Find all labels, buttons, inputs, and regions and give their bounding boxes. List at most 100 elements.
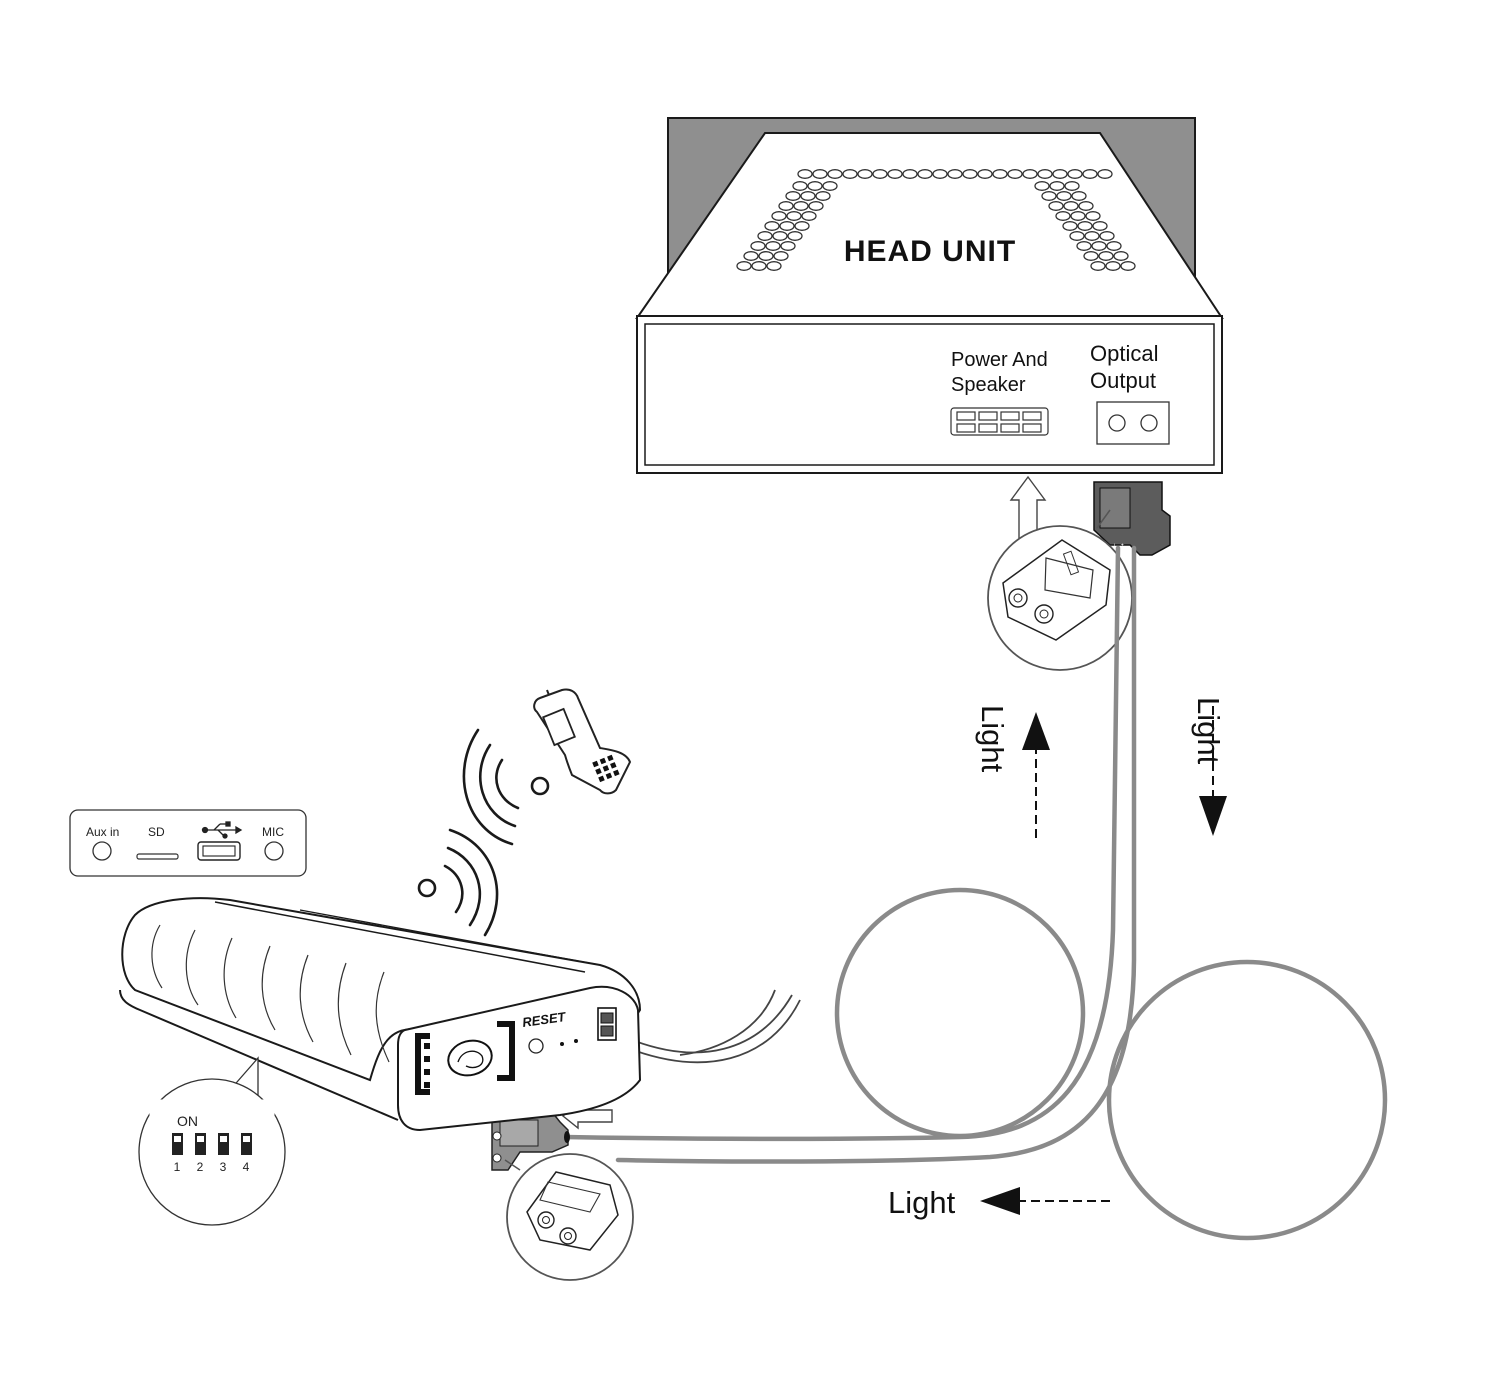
- dip-switch-knob: [220, 1136, 227, 1142]
- vent-hole: [808, 201, 824, 211]
- insert-arrow-up-icon: [1009, 475, 1047, 541]
- vent-hole: [822, 181, 838, 191]
- module-optical-port: [597, 1007, 617, 1041]
- dip-switch-1[interactable]: [172, 1133, 183, 1155]
- sd-label: SD: [148, 825, 165, 839]
- vent-hole: [765, 241, 781, 251]
- vent-hole: [764, 221, 780, 231]
- light-arrow-down-icon: [1199, 706, 1227, 836]
- optical-output-port: [1096, 401, 1170, 445]
- dip-switch-knob: [243, 1136, 250, 1142]
- dip-switch-number: 3: [220, 1160, 227, 1174]
- dip-switch-4[interactable]: [241, 1133, 252, 1155]
- vent-hole: [1084, 231, 1100, 241]
- upper-optical-connector: ↓ ↑: [1093, 481, 1171, 556]
- side-port-panel: Aux in SD MIC: [69, 809, 307, 877]
- status-led-1: [560, 1042, 564, 1046]
- optical-output-label-2: Output: [1090, 368, 1156, 393]
- vent-hole: [1106, 241, 1122, 251]
- vent-hole: [872, 169, 888, 179]
- power-speaker-label-2: Speaker: [951, 374, 1026, 396]
- vent-hole: [1091, 241, 1107, 251]
- power-speaker-label: Power And: [951, 349, 1048, 371]
- vent-hole: [1007, 169, 1023, 179]
- optical-connector-zoom: [987, 509, 1133, 671]
- fiber-optic-cables: [562, 545, 1388, 1241]
- vent-hole: [1063, 201, 1079, 211]
- vent-hole: [1085, 211, 1101, 221]
- dip-switch-number: 4: [243, 1160, 250, 1174]
- vent-hole: [751, 261, 767, 271]
- vent-hole: [794, 221, 810, 231]
- sd-slot: [136, 853, 179, 860]
- phone-icon: [533, 688, 632, 795]
- vent-hole: [1055, 211, 1071, 221]
- vent-hole: [857, 169, 873, 179]
- head-unit-front-inner: [644, 323, 1215, 466]
- vent-hole: [947, 169, 963, 179]
- vent-hole: [785, 191, 801, 201]
- module-front-face: [397, 985, 642, 1132]
- light-arrow-left-icon: [980, 1187, 1110, 1215]
- dip-switch-knob: [197, 1136, 204, 1142]
- vent-hole: [750, 241, 766, 251]
- usb-icon: [201, 821, 243, 839]
- vent-hole: [812, 169, 828, 179]
- module-logo-bracket: [415, 1021, 515, 1095]
- vent-hole: [932, 169, 948, 179]
- vent-hole: [807, 181, 823, 191]
- lower-connector-zoom: [504, 1153, 634, 1281]
- vent-hole: [1049, 181, 1065, 191]
- mic-label: MIC: [262, 825, 284, 839]
- vent-hole: [797, 169, 813, 179]
- vent-hole: [773, 251, 789, 261]
- light-label-up: Light: [975, 705, 1010, 773]
- light-arrow-up-icon: [1022, 712, 1050, 838]
- vent-hole: [1090, 261, 1106, 271]
- vent-hole: [917, 169, 933, 179]
- wireless-signal-icon: [417, 728, 550, 937]
- dip-switch-2[interactable]: [195, 1133, 206, 1155]
- vent-hole: [1067, 169, 1083, 179]
- aux-in-label: Aux in: [86, 825, 119, 839]
- vent-hole: [902, 169, 918, 179]
- vent-hole: [757, 231, 773, 241]
- usb-port: [197, 841, 241, 861]
- vent-hole: [1048, 201, 1064, 211]
- vent-hole: [1022, 169, 1038, 179]
- lower-optical-connector: [491, 1111, 570, 1171]
- vent-hole: [793, 201, 809, 211]
- dip-switch-3[interactable]: [218, 1133, 229, 1155]
- fiber-coil-right: [1106, 959, 1388, 1241]
- fiber-cable-b: [615, 545, 1137, 1164]
- mic-jack: [264, 841, 284, 861]
- vent-hole: [1052, 169, 1068, 179]
- dip-switch-knob: [174, 1136, 181, 1142]
- vent-hole: [1056, 191, 1072, 201]
- vent-hole: [771, 211, 787, 221]
- head-unit: HEAD UNIT Power And Speaker Optical Outp…: [635, 117, 1224, 474]
- vent-hole: [815, 191, 831, 201]
- reset-button[interactable]: [528, 1038, 544, 1054]
- vent-hole: [778, 201, 794, 211]
- vent-hole: [792, 181, 808, 191]
- vent-hole: [801, 211, 817, 221]
- dip-switch-number: 1: [174, 1160, 181, 1174]
- vent-hole: [1082, 169, 1098, 179]
- power-speaker-port: [950, 407, 1049, 436]
- head-unit-front-face: [636, 315, 1223, 474]
- vent-hole: [772, 231, 788, 241]
- vent-hole: [1034, 181, 1050, 191]
- fiber-coil-left: [834, 887, 1086, 1139]
- bluetooth-interface-module: RESET: [119, 897, 801, 1132]
- vent-hole: [1097, 169, 1113, 179]
- vent-hole: [780, 241, 796, 251]
- vent-hole: [779, 221, 795, 231]
- dip-on-label: ON: [177, 1113, 198, 1129]
- light-label-left: Light: [888, 1185, 956, 1220]
- vent-hole: [787, 231, 803, 241]
- vent-hole: [1113, 251, 1129, 261]
